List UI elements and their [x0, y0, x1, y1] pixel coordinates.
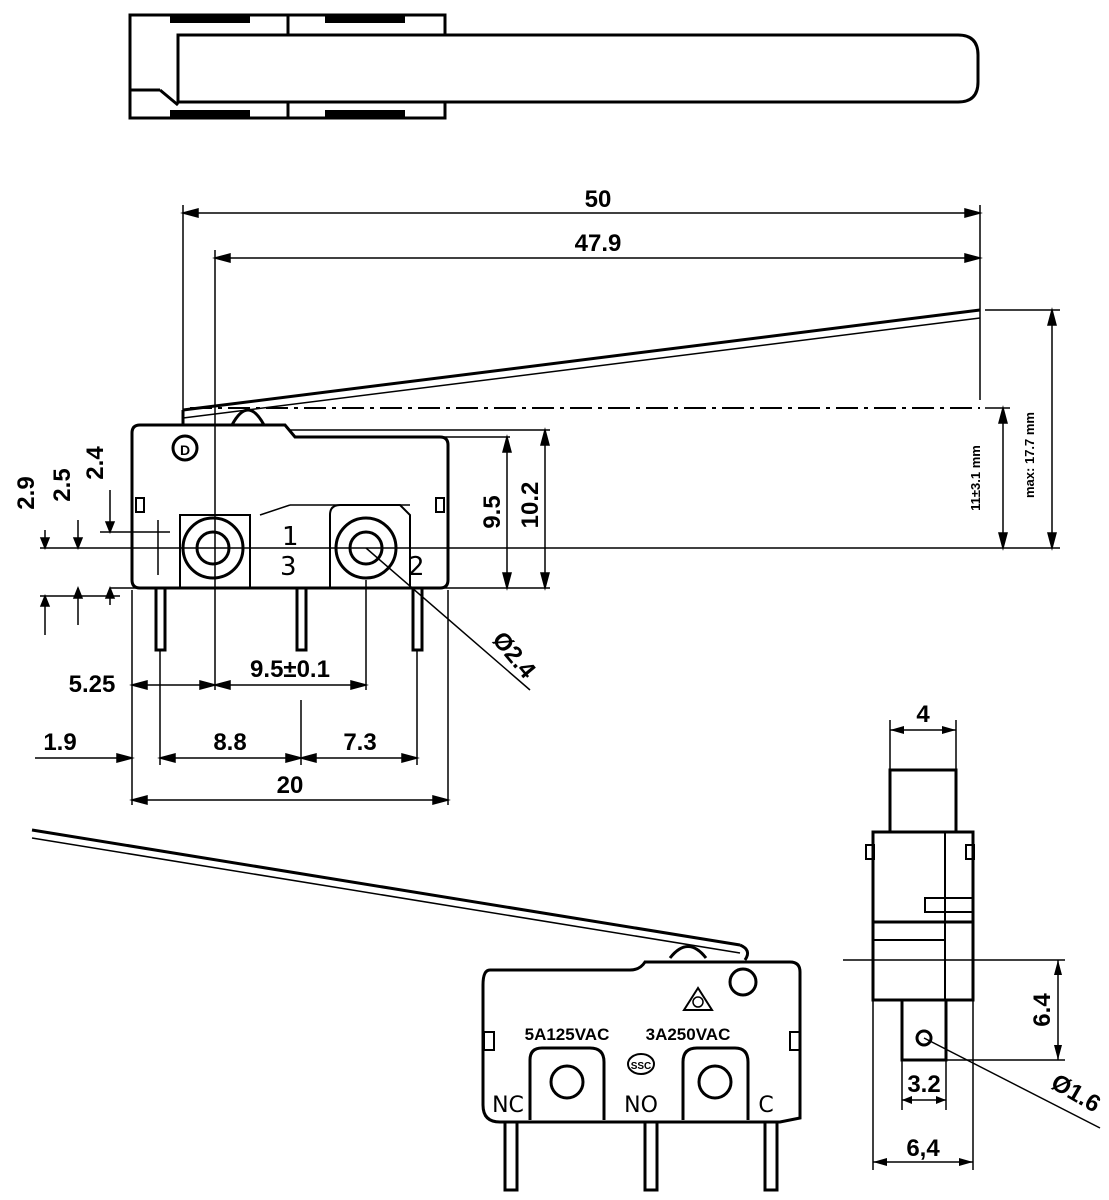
rating-3a250vac: 3A250VAC	[646, 1025, 731, 1044]
pin-label-c: C	[758, 1093, 773, 1118]
pin-label-nc: NC	[492, 1093, 524, 1118]
dim-max-travel: max: 17.7 mm	[1022, 412, 1037, 498]
dim-2-9: 2.9	[13, 476, 40, 509]
pin-label-no: NO	[624, 1093, 658, 1118]
perspective-view: SSC	[31, 828, 802, 1192]
pin-label-3: 3	[280, 552, 297, 582]
dim-overall-length: 50	[585, 186, 612, 213]
dim-offset-5-25: 5.25	[69, 671, 116, 698]
rating-5a125vac: 5A125VAC	[525, 1025, 610, 1044]
dim-body-height: 10.2	[517, 482, 544, 529]
dim-hole-diameter: Ø2.4	[487, 627, 542, 685]
front-dimensions	[35, 205, 1060, 805]
pin-label-1: 1	[282, 522, 299, 552]
dim-hole-pitch: 9.5±0.1	[250, 656, 330, 683]
svg-text:SSC: SSC	[631, 1061, 652, 1072]
dim-pin-8-8: 8.8	[213, 729, 246, 756]
front-view: D	[130, 308, 981, 652]
dim-pin-7-3: 7.3	[343, 729, 376, 756]
side-view	[843, 720, 1101, 1170]
dim-height-to-hole: 9.5	[479, 495, 506, 528]
dim-2-4: 2.4	[82, 446, 109, 480]
pin-label-2: 2	[408, 552, 425, 582]
dim-side-height: 6.4	[1029, 993, 1056, 1027]
top-view	[128, 13, 980, 120]
dim-free-position: 11±3.1 mm	[968, 445, 983, 511]
svg-text:D: D	[180, 442, 190, 458]
dim-side-top-width: 4	[916, 701, 930, 728]
dim-side-hole-diameter: Ø1.6	[1046, 1069, 1105, 1118]
dim-lever-length: 47.9	[575, 230, 622, 257]
dim-side-bottom-width: 6,4	[906, 1135, 940, 1162]
dim-pin-1-9: 1.9	[43, 729, 76, 756]
dim-side-hole-offset: 3.2	[907, 1071, 940, 1098]
dim-body-width: 20	[277, 772, 304, 799]
dim-2-5: 2.5	[49, 468, 76, 501]
